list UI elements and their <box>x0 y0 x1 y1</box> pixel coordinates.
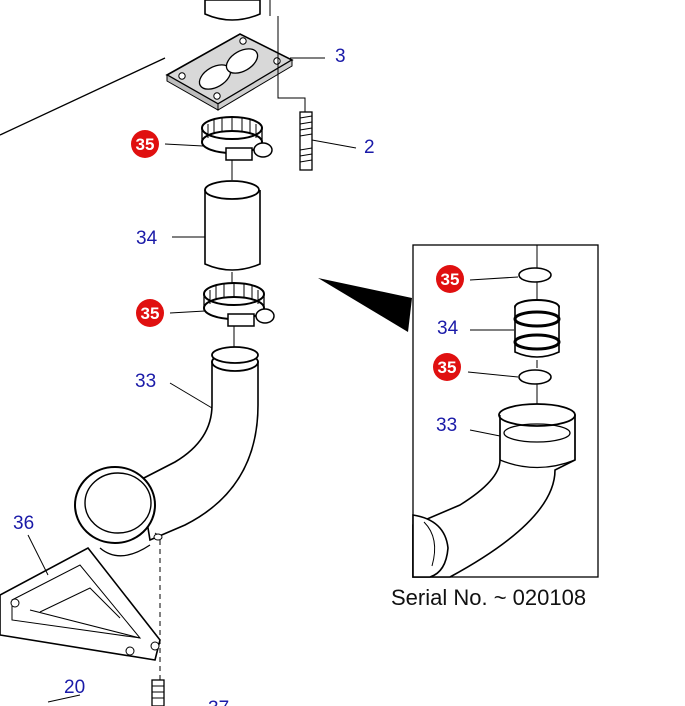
callout-37: 37 <box>208 698 229 706</box>
callout-35-lower: 35 <box>141 304 160 323</box>
inset-callout-35-lower: 35 <box>438 358 457 377</box>
elbow-pipe <box>74 346 259 557</box>
stud-bolt <box>299 111 313 171</box>
callout-35-upper: 35 <box>136 135 155 154</box>
mounting-bracket <box>0 546 161 661</box>
callout-3: 3 <box>335 46 346 67</box>
gasket <box>165 33 294 111</box>
inset-detail-box <box>412 244 599 578</box>
inset-callout-34: 34 <box>437 318 459 339</box>
pipe-sleeve <box>204 180 261 271</box>
exhaust-pipe-stub <box>204 0 271 21</box>
callout-36: 36 <box>13 513 34 534</box>
bottom-bolt <box>151 679 165 706</box>
serial-number-label: Serial No. ~ 020108 <box>391 585 586 610</box>
callout-2: 2 <box>364 137 375 158</box>
detail-arrow <box>318 278 412 332</box>
hose-clamp-upper <box>201 116 273 161</box>
hose-clamp-lower <box>203 282 275 327</box>
callout-33: 33 <box>135 371 156 392</box>
callout-20: 20 <box>64 677 85 698</box>
badge-35-upper <box>131 130 159 158</box>
inset-callout-35-upper: 35 <box>441 270 460 289</box>
inset-badge-35-upper <box>436 265 464 293</box>
callout-34: 34 <box>136 228 158 249</box>
engine-outline <box>0 57 166 136</box>
inset-callout-33: 33 <box>436 415 457 436</box>
inset-badge-35-lower <box>433 353 461 381</box>
badge-35-lower <box>136 299 164 327</box>
